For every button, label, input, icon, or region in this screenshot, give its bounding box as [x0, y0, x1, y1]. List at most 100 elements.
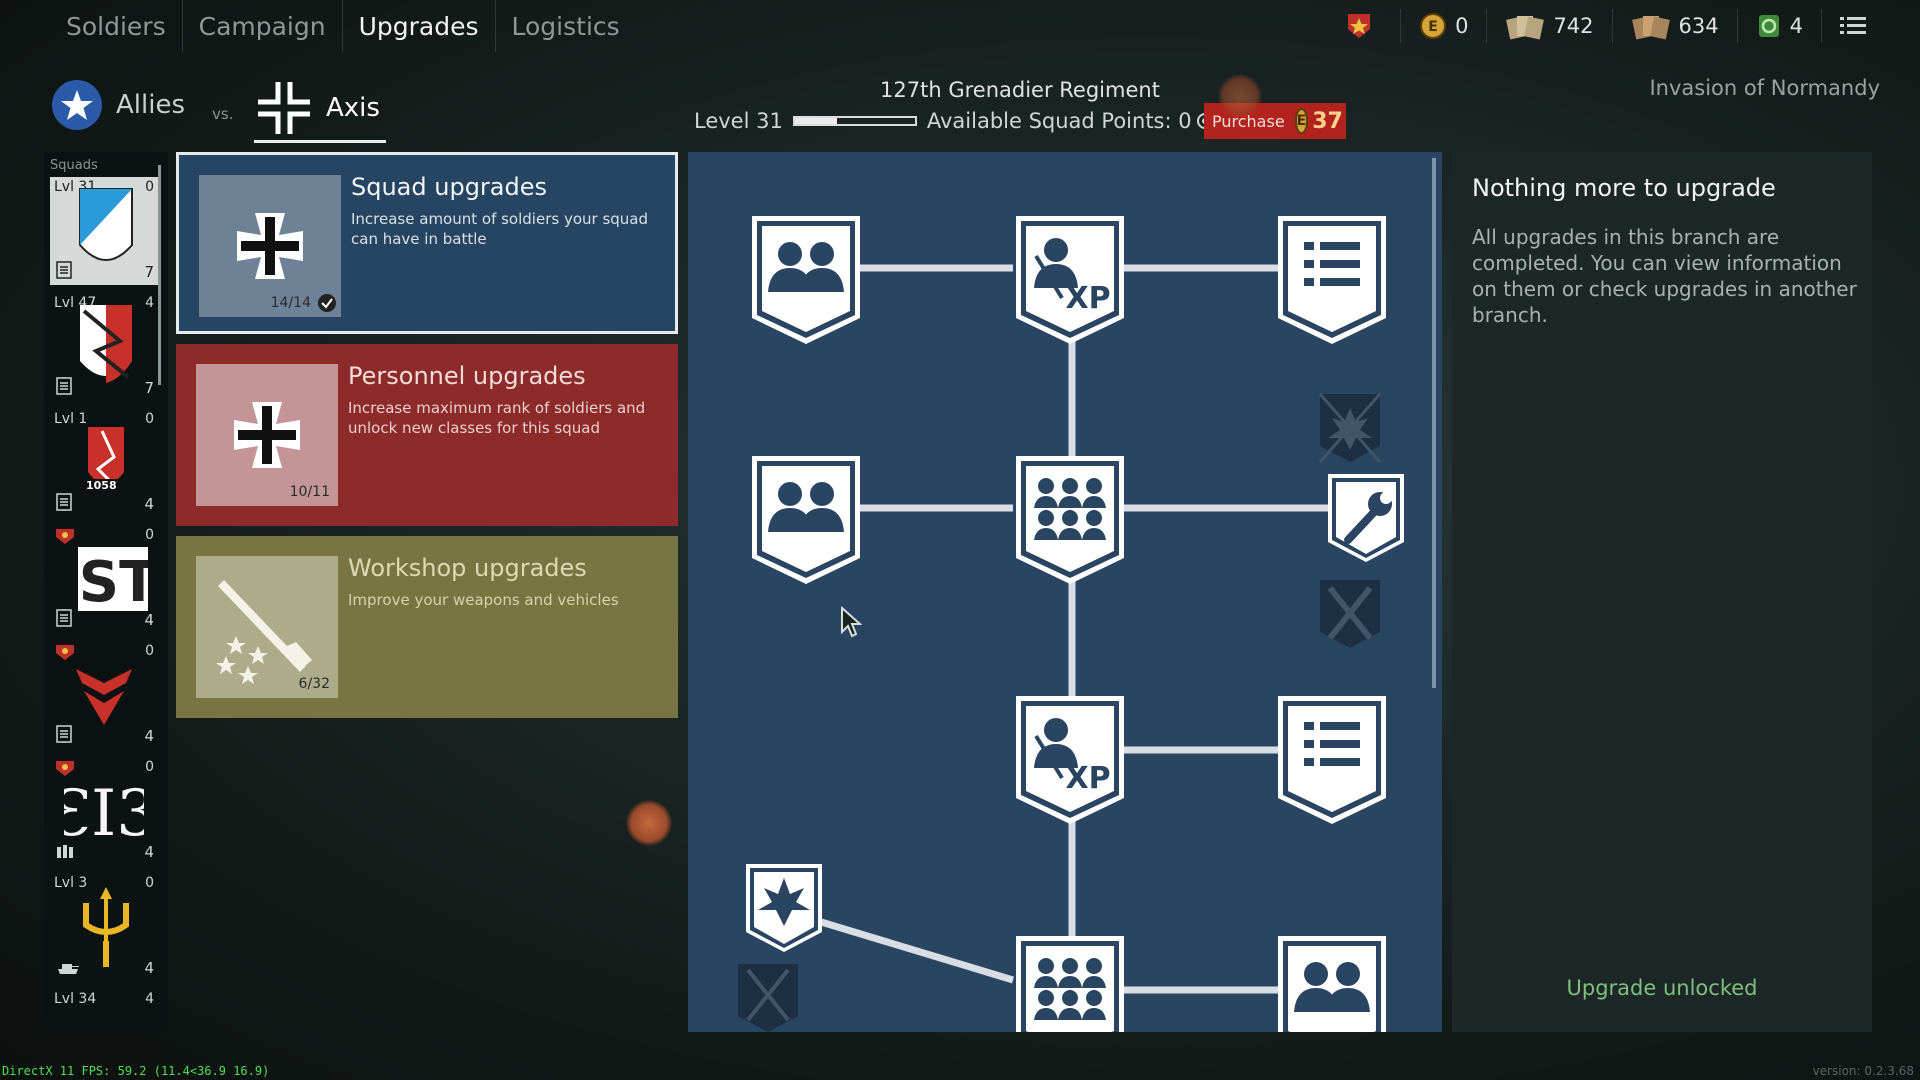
gold-currency[interactable]: E 0 — [1400, 9, 1486, 43]
locked-tools-icon[interactable] — [738, 964, 798, 1032]
card-description: Increase maximum rank of soldiers and un… — [348, 399, 646, 437]
upgrade-node-wrench[interactable] — [1328, 474, 1404, 562]
iron-cross-icon — [237, 213, 303, 279]
locked-weapon-icon[interactable] — [1320, 580, 1380, 648]
squad-size: 4 — [144, 959, 154, 977]
squad-upgrades-card[interactable]: 14/14 Squad upgrades Increase amount of … — [176, 152, 678, 334]
version-label: version: 0.2.3.68 — [1812, 1064, 1914, 1078]
personnel-upgrades-card[interactable]: 10/11 Personnel upgrades Increase maximu… — [176, 344, 678, 526]
upgrade-node-squad-group-2[interactable] — [1016, 936, 1124, 1032]
allies-label: Allies — [116, 90, 185, 120]
gold-cards-icon — [1631, 16, 1670, 40]
silver-cards-icon — [1506, 16, 1545, 40]
tree-connectors — [786, 264, 1336, 994]
tab-logistics[interactable]: Logistics — [511, 11, 620, 41]
vs-label: vs. — [212, 105, 234, 123]
rank-medal-icon — [56, 645, 74, 660]
upgrade-node-squad-size-2[interactable] — [752, 456, 860, 584]
upgrade-node-xp[interactable] — [1016, 216, 1124, 344]
rank-star-icon — [1348, 14, 1371, 38]
card-progress: 6/32 — [298, 676, 330, 692]
squad-points: 4 — [145, 295, 154, 311]
upgrade-node-xp-2[interactable] — [1016, 696, 1124, 824]
checkmark-icon — [318, 294, 336, 312]
squad-points: 0 — [145, 643, 154, 659]
axis-selected-underline — [254, 140, 386, 143]
svg-text:ƐI3: ƐI3 — [64, 777, 144, 851]
locked-explosion-icon[interactable] — [1318, 393, 1382, 463]
squad-card[interactable]: Lvl 47 4 7 — [50, 293, 158, 401]
card-title: Personnel upgrades — [348, 362, 586, 390]
rifle-stars-icon — [216, 580, 312, 684]
squad-level: Lvl 34 — [54, 991, 97, 1007]
tab-campaign[interactable]: Campaign — [183, 0, 343, 52]
card-progress: 10/11 — [289, 484, 330, 500]
faction-allies[interactable]: Allies — [52, 80, 185, 130]
rank-badge[interactable] — [1326, 9, 1400, 43]
menu-list-icon — [1840, 17, 1866, 34]
allies-star-icon — [52, 80, 102, 130]
purchase-button[interactable]: Purchase E 37 — [1204, 103, 1346, 139]
squad-card[interactable]: 0 4 — [50, 641, 158, 749]
card-icon-box: 6/32 — [196, 556, 338, 698]
squad-doc-icon — [56, 609, 72, 627]
squad-points: Available Squad Points: 0 — [926, 109, 1192, 133]
gold-coin-icon: E — [1420, 13, 1447, 39]
upgrade-node-squad-size[interactable] — [752, 216, 860, 344]
tree-scrollbar[interactable] — [1432, 158, 1436, 688]
rank-medal-icon — [56, 761, 74, 776]
iron-cross-icon — [234, 402, 300, 468]
card-icon-box: 10/11 — [196, 364, 338, 506]
squad-emblem-icon: ƐI3 — [64, 777, 144, 851]
squad-card[interactable]: 0 ƐI3 4 — [50, 757, 158, 865]
upgrade-node-list[interactable] — [1278, 216, 1386, 344]
silver-cards-count: 742 — [1553, 14, 1594, 38]
squads-list: Squads Lvl 31 0 7 Lvl 47 4 7 Lvl 1 0 105… — [44, 152, 168, 1032]
upgrade-node-squad-size-3[interactable] — [1278, 936, 1386, 1032]
menu-button[interactable] — [1821, 9, 1892, 43]
workshop-upgrades-card[interactable]: 6/32 Workshop upgrades Improve your weap… — [176, 536, 678, 718]
regiment-name: 127th Grenadier Regiment — [880, 78, 1160, 102]
orders-count: 4 — [1789, 14, 1803, 38]
squad-card[interactable]: 0 ST 4 — [50, 525, 158, 633]
svg-text:ST: ST — [79, 550, 148, 615]
squad-emblem-icon: ST — [78, 547, 148, 615]
upgrade-tree: XP — [688, 152, 1442, 1032]
silver-cards[interactable]: 742 — [1486, 9, 1611, 43]
squad-card[interactable]: Lvl 34 4 — [50, 989, 158, 1029]
axis-label: Axis — [326, 93, 380, 123]
squad-doc-icon — [56, 493, 72, 511]
card-description: Increase amount of soldiers your squad c… — [351, 210, 648, 248]
squad-card[interactable]: Lvl 3 0 4 — [50, 873, 158, 981]
info-description: All upgrades in this branch are complete… — [1472, 225, 1857, 327]
squad-points: 0 — [145, 411, 154, 427]
card-title: Squad upgrades — [351, 173, 548, 201]
purchase-label: Purchase — [1212, 111, 1285, 131]
squad-size: 7 — [144, 263, 154, 281]
upgrade-node-squad-group[interactable] — [1016, 456, 1124, 584]
main-tabs: Soldiers Campaign Upgrades Logistics — [50, 0, 636, 52]
regiment-level-row: Level 31 Available Squad Points: 0 — [694, 109, 1214, 133]
info-title: Nothing more to upgrade — [1472, 174, 1776, 202]
gold-cards[interactable]: 634 — [1611, 9, 1737, 43]
level-progress-bar — [792, 116, 917, 126]
squad-card[interactable]: Lvl 31 0 7 — [50, 177, 158, 285]
orders-currency[interactable]: 4 — [1736, 9, 1821, 43]
tab-soldiers[interactable]: Soldiers — [50, 0, 183, 52]
squad-size: 4 — [144, 611, 154, 629]
squad-emblem-number: 1058 — [84, 479, 119, 492]
squad-vehicle-icon — [57, 845, 73, 858]
squad-card[interactable]: Lvl 1 0 1058 4 — [50, 409, 158, 517]
squads-scrollbar[interactable] — [158, 165, 161, 385]
upgrade-node-explosion[interactable] — [746, 864, 822, 952]
axis-cross-icon — [258, 82, 310, 134]
squad-emblem-icon — [88, 427, 124, 489]
card-progress: 14/14 — [270, 295, 311, 311]
card-description: Improve your weapons and vehicles — [348, 591, 619, 609]
upgrade-node-list-2[interactable] — [1278, 696, 1386, 824]
tab-upgrades[interactable]: Upgrades — [343, 0, 496, 52]
purchase-price: 37 — [1312, 108, 1343, 134]
faction-axis[interactable]: Axis — [256, 80, 380, 136]
svg-text:E: E — [1428, 19, 1438, 35]
decorative-orb — [626, 800, 672, 846]
